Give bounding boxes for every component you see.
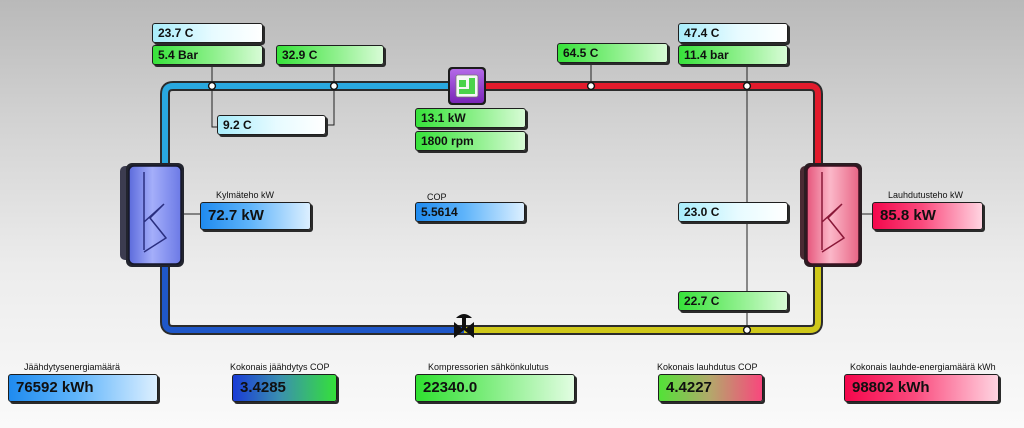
compressor-consumption-readout: 22340.0	[415, 374, 575, 402]
discharge-pipe	[468, 83, 821, 168]
cooling-energy-readout: 76592 kWh	[8, 374, 158, 402]
superheat-temp-readout: 9.2 C	[217, 115, 326, 135]
condensing-capacity-readout: 85.8 kW	[872, 202, 983, 230]
cooling-energy-label: Jäähdytysenergiamäärä	[24, 362, 121, 372]
cooling-capacity-readout: 72.7 kW	[200, 202, 311, 230]
cop-label: COP	[427, 192, 447, 202]
compressor-power-readout: 13.1 kW	[415, 108, 526, 128]
sensor-points	[171, 81, 844, 335]
evaporator-coil-icon	[143, 172, 168, 253]
evap-outlet-temp-readout: 23.7 C	[152, 23, 263, 43]
total-cooling-cop-label: Kokonais jäähdytys COP	[230, 362, 330, 372]
total-condensing-cop-label: Kokonais lauhdutus COP	[657, 362, 758, 372]
compressor-consumption-label: Kompressorien sähkönkulutus	[428, 362, 549, 372]
evaporator-unit[interactable]	[120, 163, 184, 267]
compressor-icon[interactable]	[448, 67, 486, 105]
compressor-speed-readout: 1800 rpm	[415, 131, 526, 151]
expansion-valve-icon[interactable]	[454, 314, 474, 338]
cop-readout: 5.5614	[415, 202, 525, 222]
condenser-unit[interactable]	[800, 163, 862, 267]
liquid-temp-upper-readout: 23.0 C	[678, 202, 788, 222]
sensor-leader-lines	[172, 61, 872, 330]
total-cooling-cop-readout: 3.4285	[232, 374, 337, 402]
discharge-temp-readout: 64.5 C	[557, 43, 668, 63]
discharge-pressure-readout: 11.4 bar	[678, 45, 788, 65]
condensing-capacity-label: Lauhdutusteho kW	[888, 190, 964, 200]
condenser-coil-icon	[821, 172, 846, 253]
condenser-inlet-temp-readout: 47.4 C	[678, 23, 788, 43]
liquid-pipe	[464, 262, 821, 333]
liquid-temp-lower-readout: 22.7 C	[678, 291, 788, 311]
cooling-capacity-label: Kylmäteho kW	[216, 190, 275, 200]
total-condensing-energy-readout: 98802 kWh	[844, 374, 999, 402]
total-condensing-cop-readout: 4.4227	[658, 374, 763, 402]
suction-pipe	[162, 83, 468, 163]
suction-pressure-readout: 5.4 Bar	[152, 45, 263, 65]
total-condensing-energy-label: Kokonais lauhde-energiamäärä kWh	[850, 362, 996, 372]
return-pipe	[162, 262, 464, 333]
suction-temp-readout: 32.9 C	[276, 45, 384, 65]
